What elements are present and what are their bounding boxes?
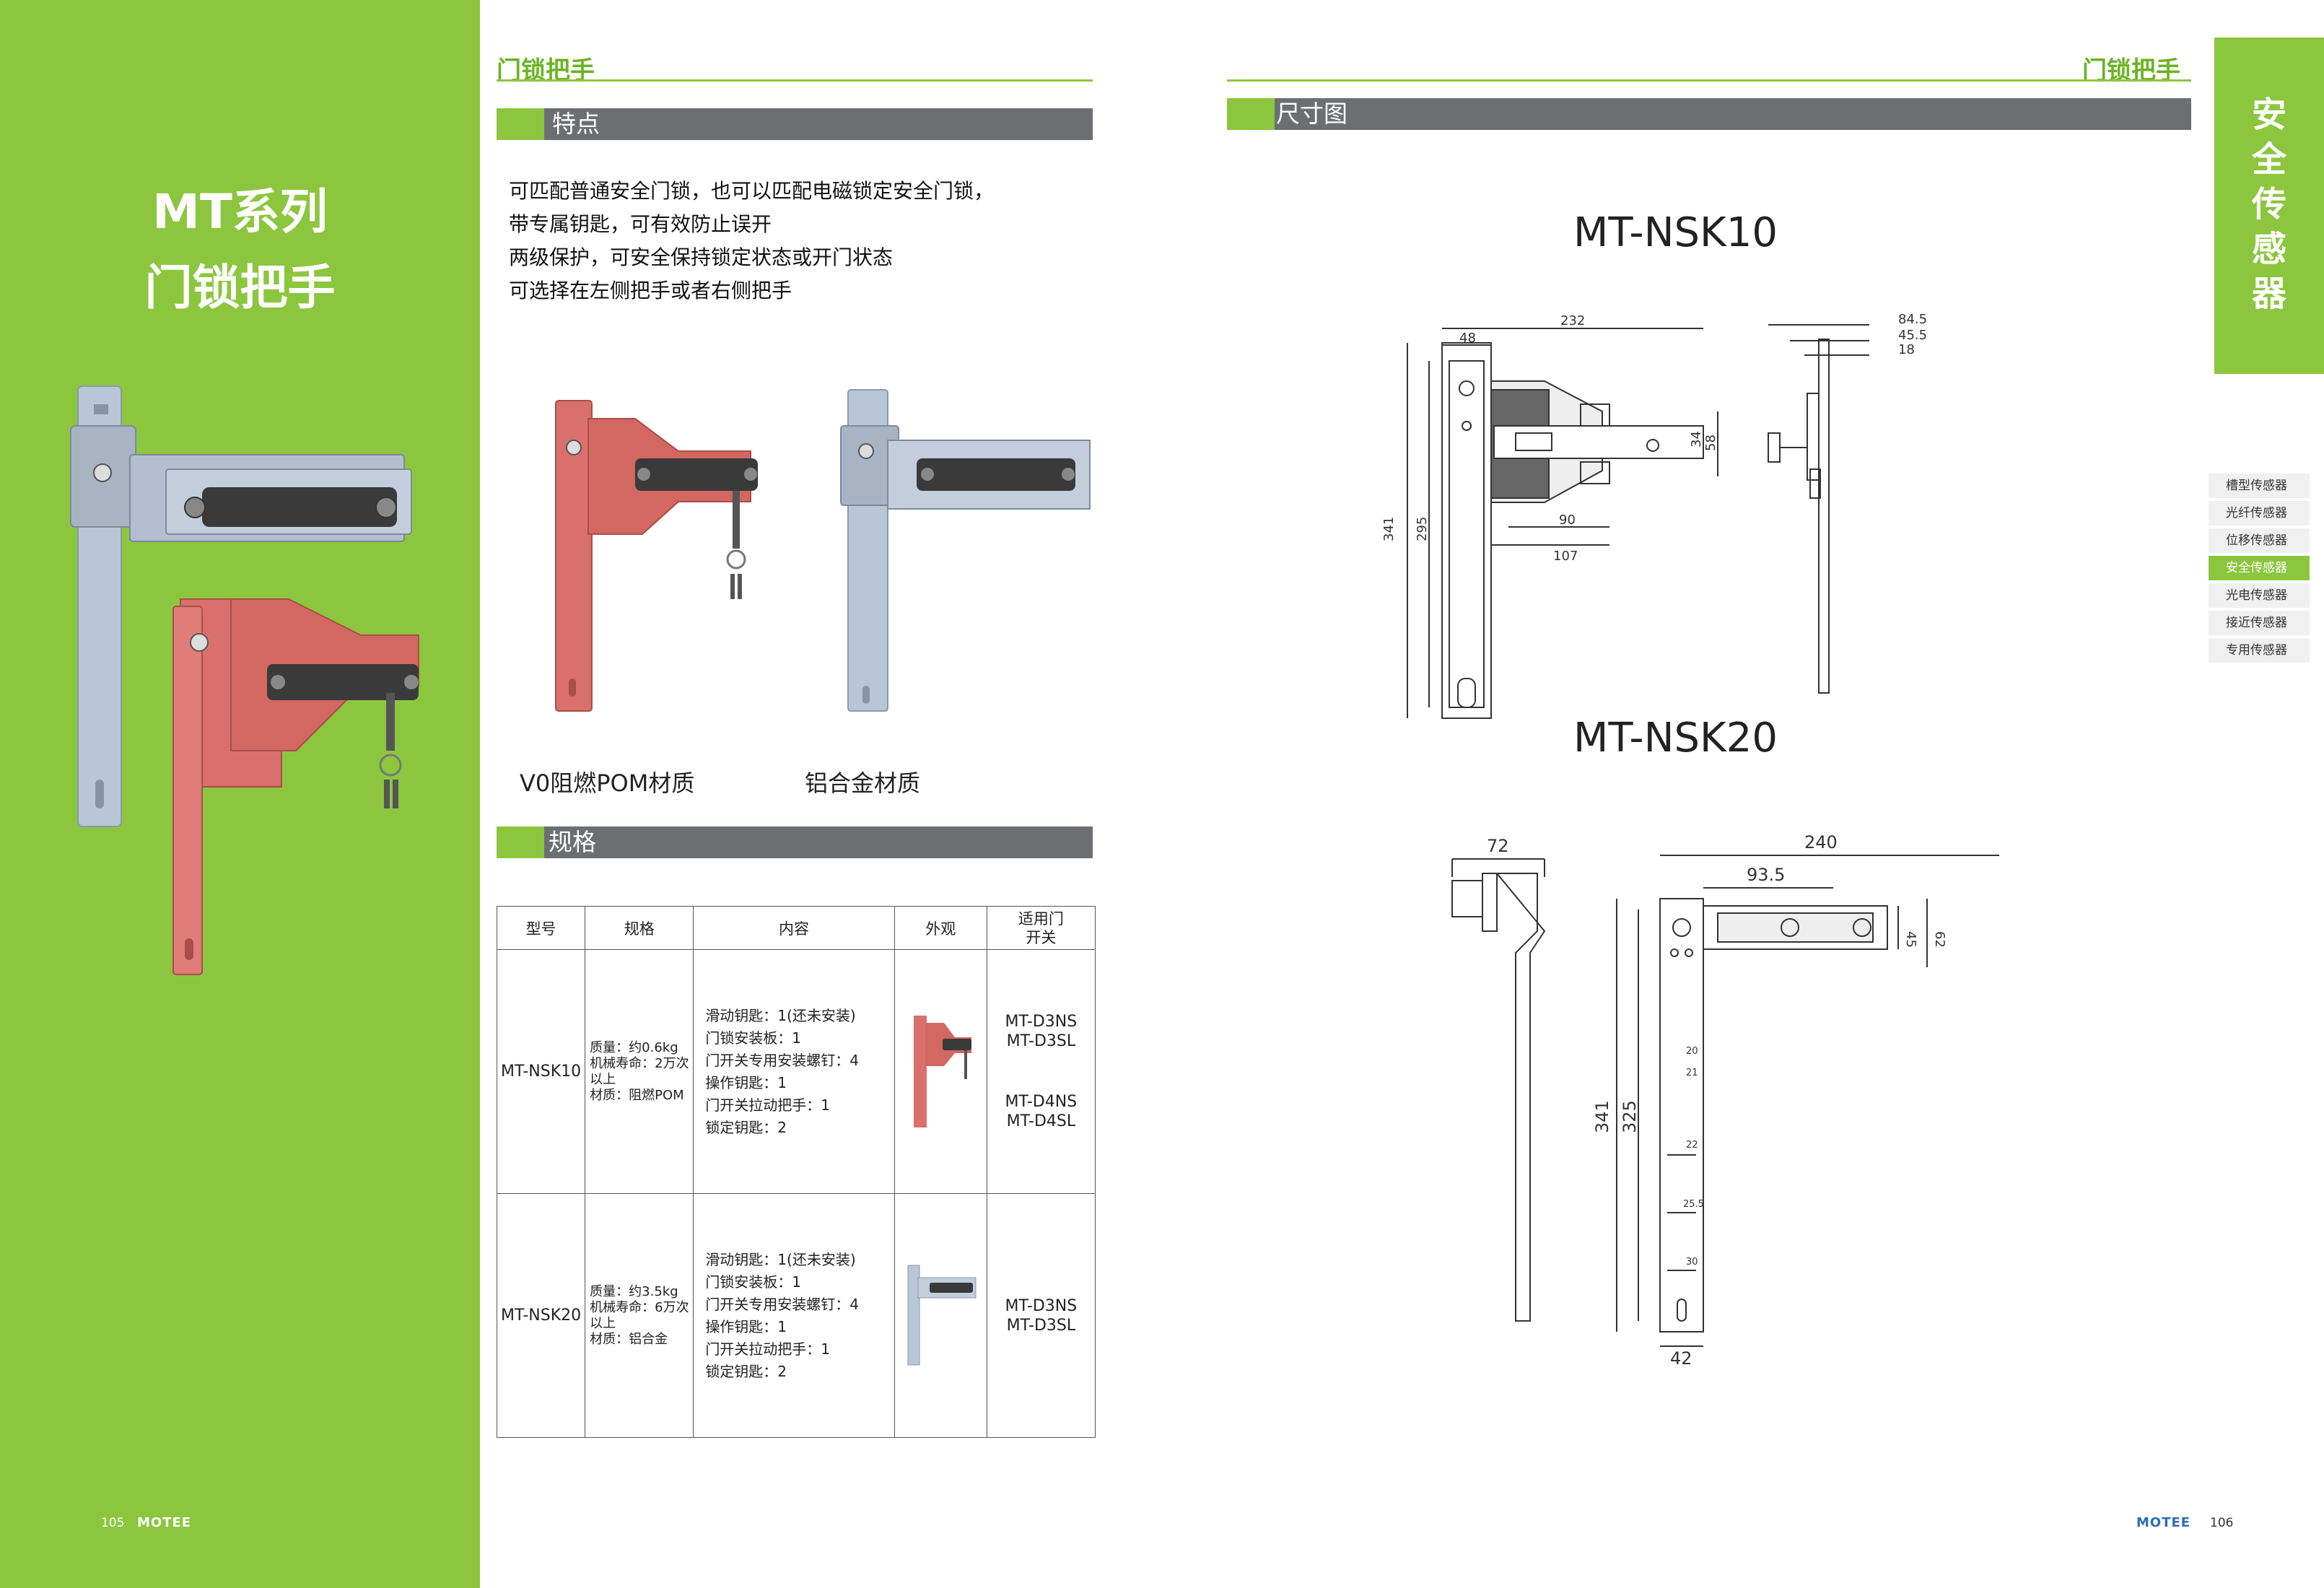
dim-295: 295 <box>1415 517 1430 541</box>
dim-325: 325 <box>1620 1100 1640 1133</box>
header-spec: 规格 <box>585 906 694 950</box>
row-appearance-pom <box>894 949 987 1194</box>
dim-25-5: 25.5 <box>1683 1199 1704 1210</box>
header-content: 内容 <box>693 906 895 950</box>
model-label-nsk20: MT-NSK20 <box>1573 715 1778 762</box>
right-footer-brand: MOTEE <box>2136 1515 2191 1530</box>
table-header-row: 型号 规格 内容 外观 适用门 开关 <box>496 906 1096 950</box>
dim-34: 34 <box>1689 431 1704 448</box>
dimension-drawing-nsk20: 72 240 93.5 45 62 341 325 42 20 21 22 25… <box>1451 832 1999 1369</box>
features-bar-accent <box>497 108 544 140</box>
product-photo-pom <box>555 400 758 712</box>
dim-90: 90 <box>1559 512 1576 528</box>
nav-item-fiber[interactable]: 光纤传感器 <box>2209 501 2310 525</box>
nav-item-photoelectric[interactable]: 光电传感器 <box>2209 583 2310 608</box>
nav-item-proximity[interactable]: 接近传感器 <box>2209 611 2310 635</box>
dim-93-5: 93.5 <box>1747 865 1785 885</box>
feature-line: 可选择在左侧把手或者右侧把手 <box>509 279 792 302</box>
header-appearance: 外观 <box>894 906 987 950</box>
title-rule-right <box>1227 79 2191 82</box>
dimension-bar-accent <box>1227 98 1275 130</box>
product-photo-aluminum <box>840 389 1091 712</box>
dim-107: 107 <box>1553 549 1578 564</box>
nav-item-safety[interactable]: 安全传感器 <box>2209 556 2310 580</box>
left-page-number: 105 <box>101 1516 125 1530</box>
left-footer-brand: MOTEE <box>137 1515 192 1530</box>
features-bar <box>497 108 1093 140</box>
dim-58: 58 <box>1703 435 1718 451</box>
series-title-line1: MT系列 <box>152 184 328 240</box>
dimension-drawing-nsk10: 232 48 341 295 90 107 34 58 84.5 45.5 18 <box>1381 312 1927 719</box>
header-model: 型号 <box>496 906 586 950</box>
thumbnail-pom <box>914 1016 972 1127</box>
row-model: MT-NSK20 <box>496 1193 586 1438</box>
dim-232: 232 <box>1560 313 1585 328</box>
features-heading: 特点 <box>552 110 600 138</box>
feature-line: 两级保护，可安全保持锁定状态或开门状态 <box>509 245 894 269</box>
dim-48: 48 <box>1459 331 1476 346</box>
dim-42: 42 <box>1670 1348 1692 1369</box>
spec-bar-accent <box>497 826 544 858</box>
dim-62: 62 <box>1932 931 1947 948</box>
feature-line: 带专属钥匙，可有效防止误开 <box>509 212 772 236</box>
feature-line: 可匹配普通安全门锁，也可以匹配电磁锁定安全门锁， <box>509 179 995 203</box>
dim-20: 20 <box>1686 1046 1698 1057</box>
title-rule-left <box>497 79 1093 82</box>
nav-item-slot[interactable]: 槽型传感器 <box>2209 474 2310 498</box>
dim-18: 18 <box>1898 342 1915 357</box>
features-list: 可匹配普通安全门锁，也可以匹配电磁锁定安全门锁， 带专属钥匙，可有效防止误开 两… <box>509 175 994 307</box>
series-title-line2: 门锁把手 <box>144 260 336 315</box>
dimension-bar <box>1227 98 2191 130</box>
dim-240: 240 <box>1804 832 1838 852</box>
dim-30: 30 <box>1686 1257 1698 1268</box>
dim-22: 22 <box>1686 1140 1698 1151</box>
product-hero-illustration <box>70 385 419 975</box>
model-label-nsk10: MT-NSK10 <box>1573 209 1778 256</box>
spec-heading: 规格 <box>549 828 596 856</box>
category-tab <box>2214 38 2324 374</box>
header-switch: 适用门 开关 <box>986 906 1096 950</box>
dim-84-5: 84.5 <box>1898 312 1927 327</box>
nav-item-special[interactable]: 专用传感器 <box>2209 638 2310 663</box>
row-appearance-aluminum <box>894 1193 987 1438</box>
dimension-heading: 尺寸图 <box>1276 100 1347 128</box>
dim-72: 72 <box>1487 836 1509 856</box>
material-aluminum-label: 铝合金材质 <box>805 769 921 797</box>
dim-341: 341 <box>1381 517 1397 541</box>
dim-45-5: 45.5 <box>1898 328 1927 343</box>
material-pom-label: V0阻燃POM材质 <box>520 769 695 797</box>
thumbnail-aluminum <box>907 1265 977 1366</box>
category-tab-label: 安全传感器 <box>2251 95 2286 314</box>
dim-45: 45 <box>1903 931 1918 948</box>
dim-21: 21 <box>1686 1068 1698 1078</box>
row-model: MT-NSK10 <box>496 949 586 1194</box>
nav-item-displacement[interactable]: 位移传感器 <box>2209 528 2310 553</box>
right-page-number: 106 <box>2210 1516 2234 1530</box>
dim-341-nsk20: 341 <box>1592 1100 1612 1133</box>
spec-bar <box>497 826 1093 858</box>
